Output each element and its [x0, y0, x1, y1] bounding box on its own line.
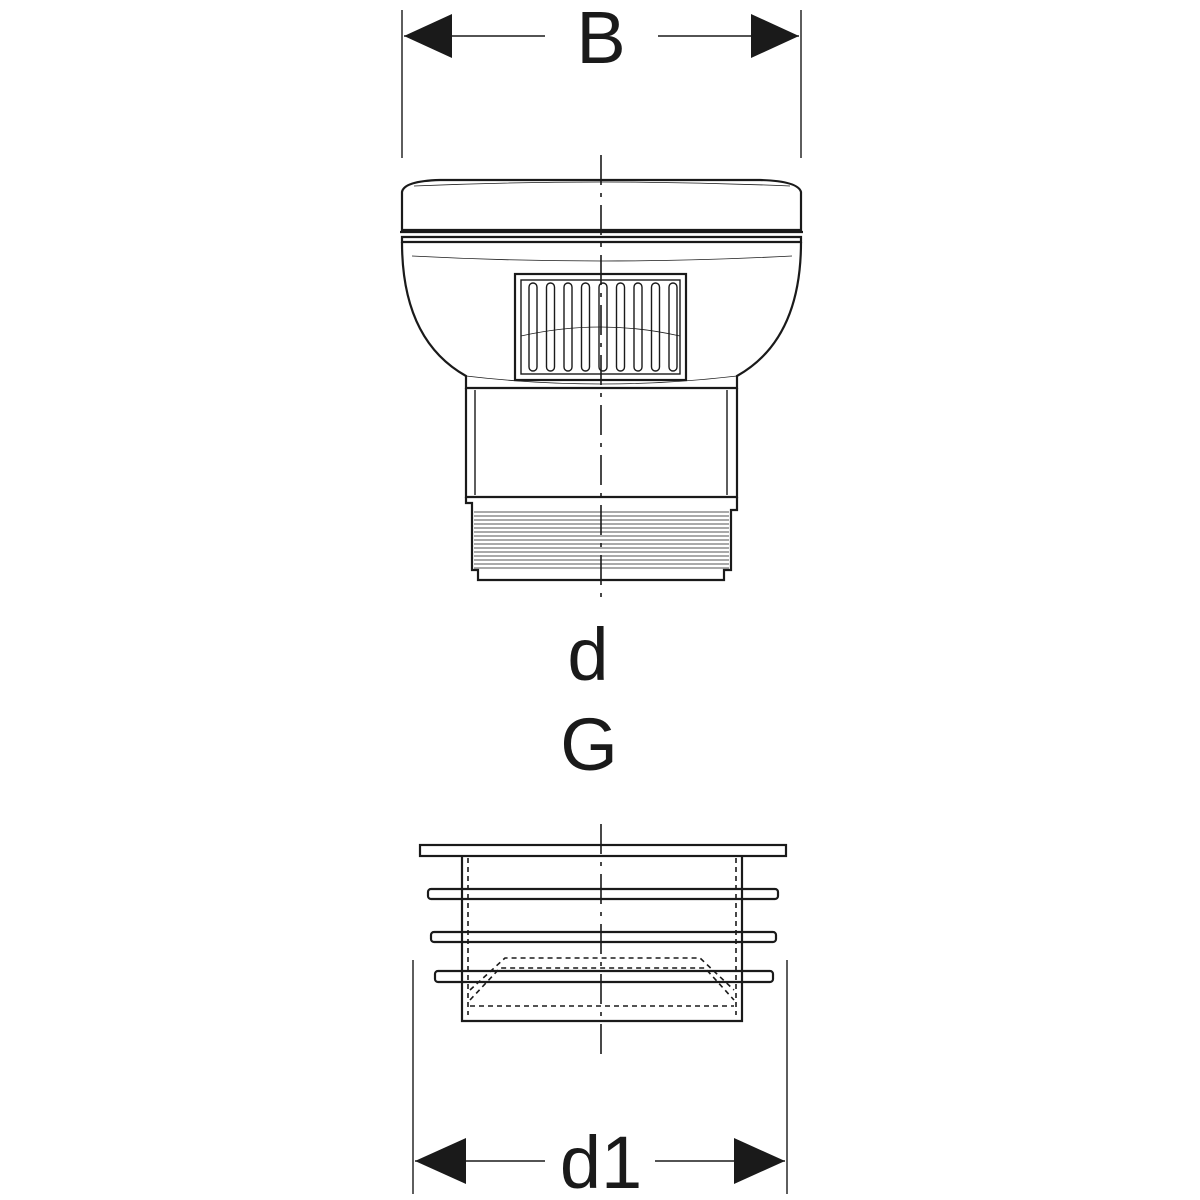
grille-slat	[668, 282, 678, 372]
inner-taper-top	[469, 957, 735, 991]
arrow-right-icon	[751, 14, 799, 58]
seal-lip-1	[426, 887, 780, 901]
grille-slat	[563, 282, 573, 372]
dimension-d1: d1	[412, 960, 788, 1200]
arrow-left-icon	[415, 1138, 466, 1184]
inner-taper-bottom	[469, 967, 735, 1001]
label-d: d	[567, 613, 608, 696]
label-g: G	[560, 703, 618, 786]
grille-slat	[545, 282, 556, 372]
label-b: B	[576, 0, 625, 79]
grille-slat	[650, 282, 661, 372]
bowl-shading-line	[411, 255, 793, 262]
seal-lip-3	[433, 969, 775, 984]
seal-lip-2	[429, 930, 778, 944]
thread-section	[464, 497, 739, 582]
seal-body	[460, 856, 744, 1023]
lower-seal	[418, 843, 788, 1023]
grille-slat	[615, 282, 626, 372]
grille-slat	[528, 282, 538, 372]
dimension-b: B	[401, 0, 802, 158]
body-ring	[400, 235, 803, 244]
thread-outline	[464, 497, 739, 582]
lid-highlight	[413, 181, 791, 187]
seal-flange	[418, 843, 788, 858]
grille-slat	[633, 282, 643, 372]
bowl-body	[400, 241, 803, 390]
label-d1: d1	[560, 1121, 642, 1200]
lid	[400, 178, 803, 232]
arrow-left-icon	[404, 14, 452, 58]
arrow-right-icon	[734, 1138, 785, 1184]
